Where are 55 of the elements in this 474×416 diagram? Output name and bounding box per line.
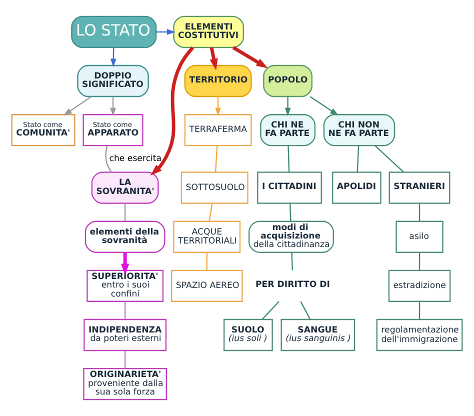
node-box: POPOLO — [263, 64, 312, 98]
connector — [300, 301, 311, 320]
node-box: ACQUE TERRITORIALI — [173, 220, 241, 253]
arrow — [310, 96, 339, 116]
node-box: SPAZIO AEREO — [170, 270, 243, 302]
connector — [214, 146, 218, 172]
node-box: LO STATO — [71, 16, 157, 48]
arrow — [210, 47, 218, 70]
connector — [418, 252, 420, 270]
node-box: SUPERIORITA' entro i suoi confini — [86, 270, 164, 302]
connector — [206, 252, 208, 270]
node-box: LA SOVRANITA' — [91, 172, 159, 204]
arrow — [110, 96, 116, 116]
connector — [124, 203, 126, 222]
arrow — [215, 96, 222, 116]
connector — [289, 203, 292, 222]
edge-label: che esercita — [109, 154, 162, 164]
node-box: DOPPIO SIGNIFICATO — [77, 64, 149, 98]
connector — [124, 350, 126, 368]
node-box: TERRAFERMA — [184, 114, 252, 146]
node-box: elementi della sovranità — [84, 220, 166, 253]
connector — [288, 146, 290, 172]
connector — [124, 302, 126, 320]
connector — [418, 203, 420, 222]
node-box: APOLIDI — [332, 172, 382, 204]
node-box: SANGUE (ius sanguinis ) — [280, 318, 356, 352]
node-box: modi di acquisizione della cittadinanza — [248, 220, 334, 253]
connector — [374, 145, 404, 173]
node-box: I CITTADINI — [257, 172, 322, 204]
arrow — [284, 96, 291, 116]
node-box: SUOLO (ius soli ) — [223, 318, 273, 352]
node-box: ORIGINARIETA' proveniente dalla sua sola forza — [83, 368, 167, 400]
connector — [208, 203, 213, 222]
arrow — [156, 28, 176, 35]
arrow — [232, 46, 268, 68]
connector — [291, 252, 294, 270]
arrow — [63, 96, 92, 116]
node-box: SOTTOSUOLO — [180, 172, 248, 204]
node-text: PER DIRITTO DI — [256, 280, 330, 290]
connector — [262, 301, 280, 320]
node-box: STRANIERI — [388, 172, 450, 204]
node-box: asilo — [396, 220, 444, 253]
arrow — [150, 46, 194, 176]
arrow — [110, 48, 116, 68]
connector — [356, 146, 360, 172]
node-box: CHI NE FA PARTE — [260, 114, 316, 146]
node-box: estradizione — [388, 270, 451, 302]
arrow — [121, 252, 130, 276]
node-box: regolamentazione dell'immigrazione — [376, 318, 463, 352]
connector — [418, 302, 420, 320]
node-box: ELEMENTI COSTITUTIVI — [173, 16, 244, 48]
node-box: INDIPENDENZA da poteri esterni — [84, 318, 167, 352]
connector — [105, 146, 112, 173]
node-box: TERRITORIO — [184, 64, 252, 98]
node-box: CHI NON NE FA PARTE — [323, 114, 396, 146]
